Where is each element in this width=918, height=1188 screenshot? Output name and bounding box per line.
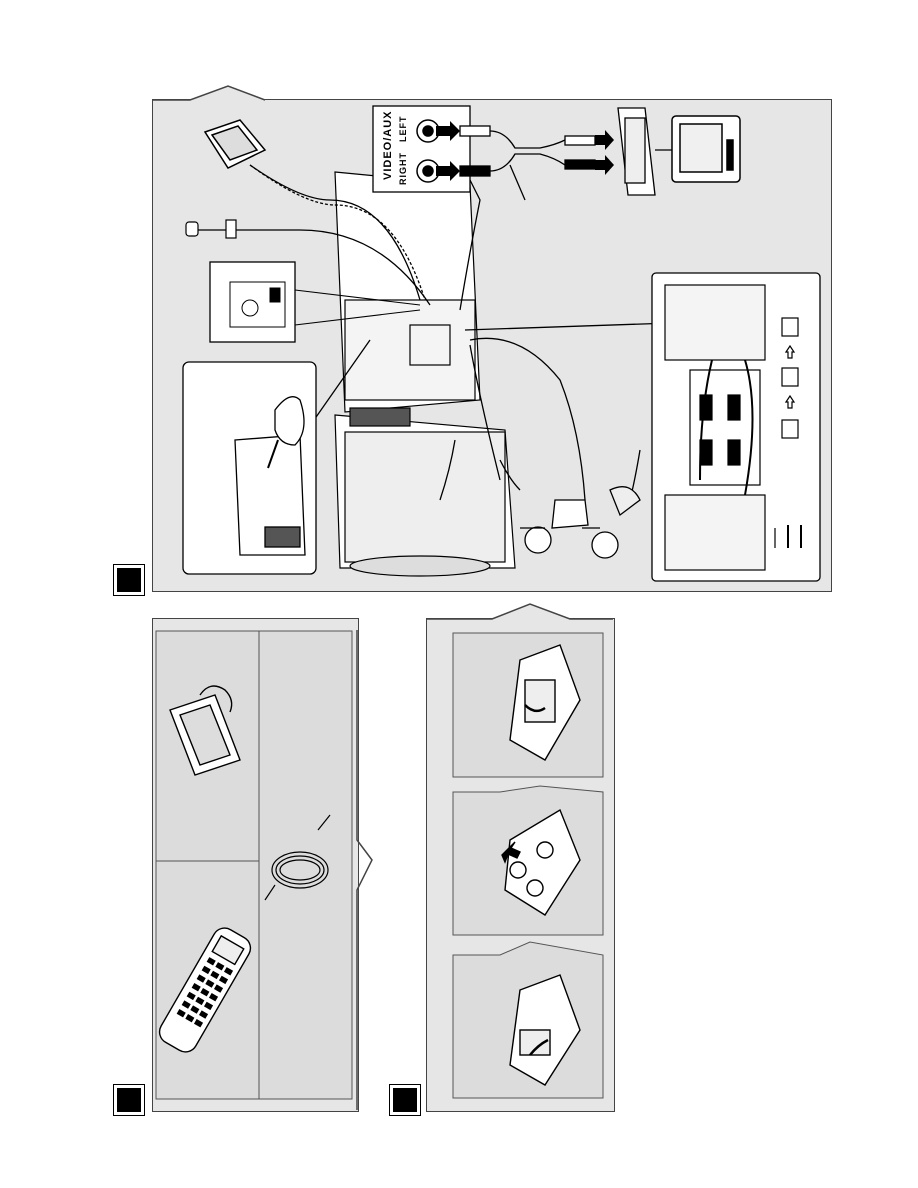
section-marker-batteries: [390, 1085, 420, 1115]
